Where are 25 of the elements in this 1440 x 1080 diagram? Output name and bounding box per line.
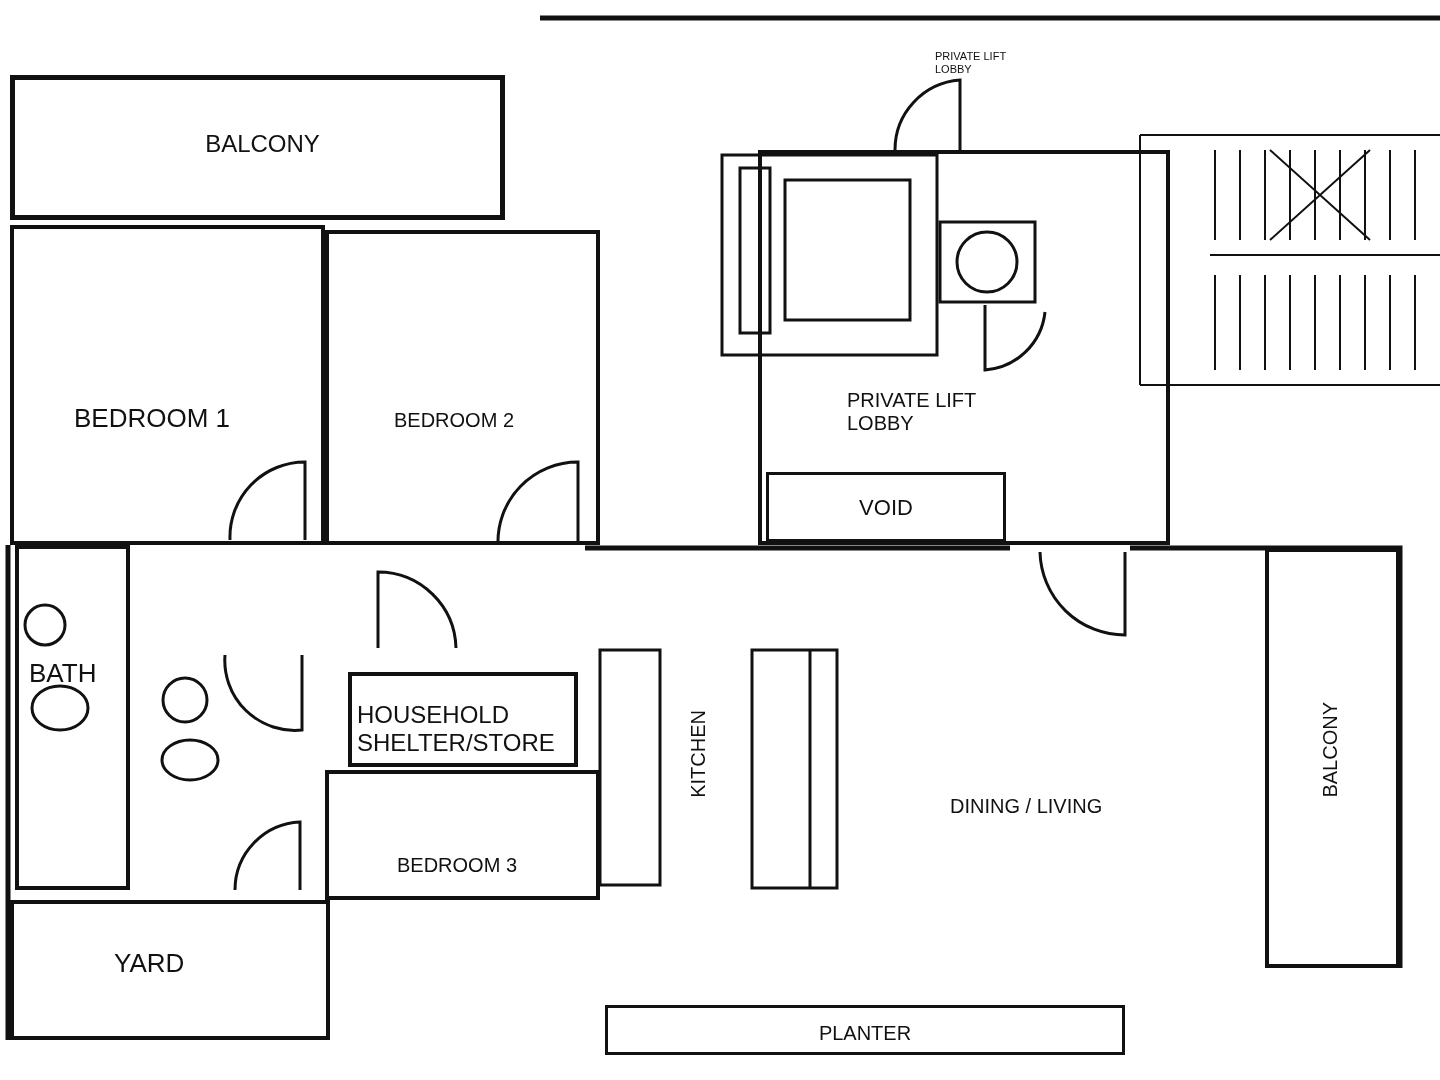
room-label: PRIVATE LIFT LOBBY [847, 389, 977, 435]
room-label: BEDROOM 2 [394, 409, 515, 432]
room-outline [766, 472, 1006, 542]
room-outline [10, 900, 330, 1040]
room-label: HOUSEHOLD SHELTER/STORE [357, 701, 556, 757]
room-label: PRIVATE LIFT LOBBY [935, 50, 1007, 76]
room-label: BEDROOM 1 [74, 404, 231, 434]
room-label: BALCONY [204, 130, 321, 158]
room-label: BATH [29, 659, 97, 689]
room-outline [325, 770, 600, 900]
room-outline [325, 230, 600, 545]
room-outline [758, 150, 1170, 545]
room-label: KITCHEN [687, 710, 710, 798]
room-outline [10, 75, 505, 220]
room-outline [15, 545, 130, 890]
room-label: YARD [114, 949, 185, 979]
room-label: DINING / LIVING [950, 795, 1103, 818]
room-outline [348, 672, 578, 767]
room-label: BEDROOM 3 [397, 854, 518, 877]
room-outline [1265, 548, 1400, 968]
room-label: BALCONY [1319, 702, 1342, 798]
room-label: PLANTER [817, 1022, 913, 1045]
room-outline [10, 225, 325, 545]
room-label: VOID [858, 495, 914, 521]
room-outline [605, 1005, 1125, 1055]
